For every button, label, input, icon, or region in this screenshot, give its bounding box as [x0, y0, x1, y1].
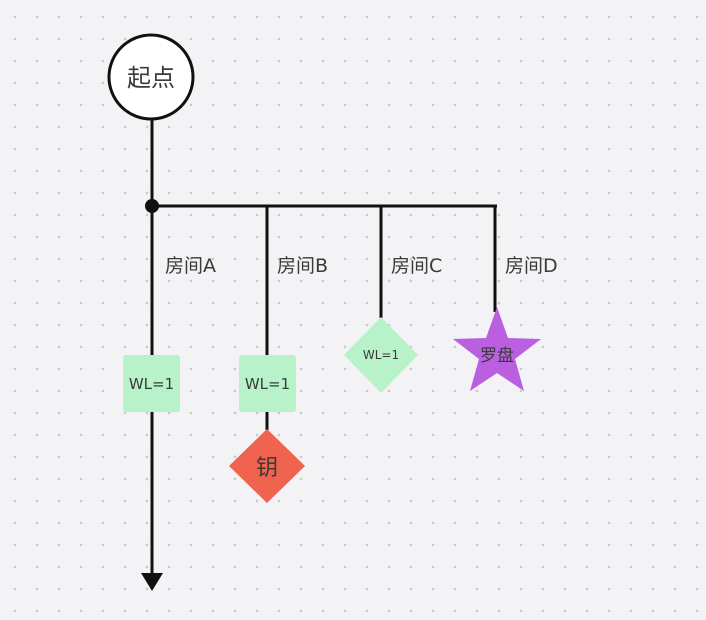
wl-node-room-c-label: WL=1	[363, 348, 399, 362]
wl-node-room-a-label: WL=1	[129, 375, 174, 393]
branch-label-room-b: 房间B	[277, 255, 328, 277]
wl-node-room-b[interactable]: WL=1	[239, 355, 296, 412]
key-node-diamond	[229, 429, 305, 503]
branch-label-room-c: 房间C	[391, 255, 442, 277]
wl-node-room-c-diamond	[344, 317, 418, 393]
key-node[interactable]: 钥	[229, 429, 305, 503]
wl-node-room-b-box	[239, 355, 296, 412]
wl-node-room-a[interactable]: WL=1	[123, 355, 180, 412]
down-arrowhead-icon	[141, 573, 163, 591]
branch-label-room-d: 房间D	[505, 255, 558, 277]
branch-label-room-a: 房间A	[165, 255, 216, 277]
start-node-label: 起点	[127, 64, 175, 92]
start-node[interactable]: 起点	[107, 33, 195, 121]
wl-node-room-a-box	[123, 355, 180, 412]
key-node-label: 钥	[256, 456, 278, 481]
wl-node-room-c[interactable]: WL=1	[344, 317, 418, 393]
connectors	[150, 120, 497, 575]
compass-node-star	[453, 307, 541, 391]
wl-node-room-b-label: WL=1	[245, 375, 290, 393]
junction-dot	[145, 199, 159, 213]
start-node-circle	[107, 33, 195, 121]
compass-node-label: 罗盘	[480, 346, 514, 366]
compass-node[interactable]: 罗盘	[453, 307, 541, 391]
